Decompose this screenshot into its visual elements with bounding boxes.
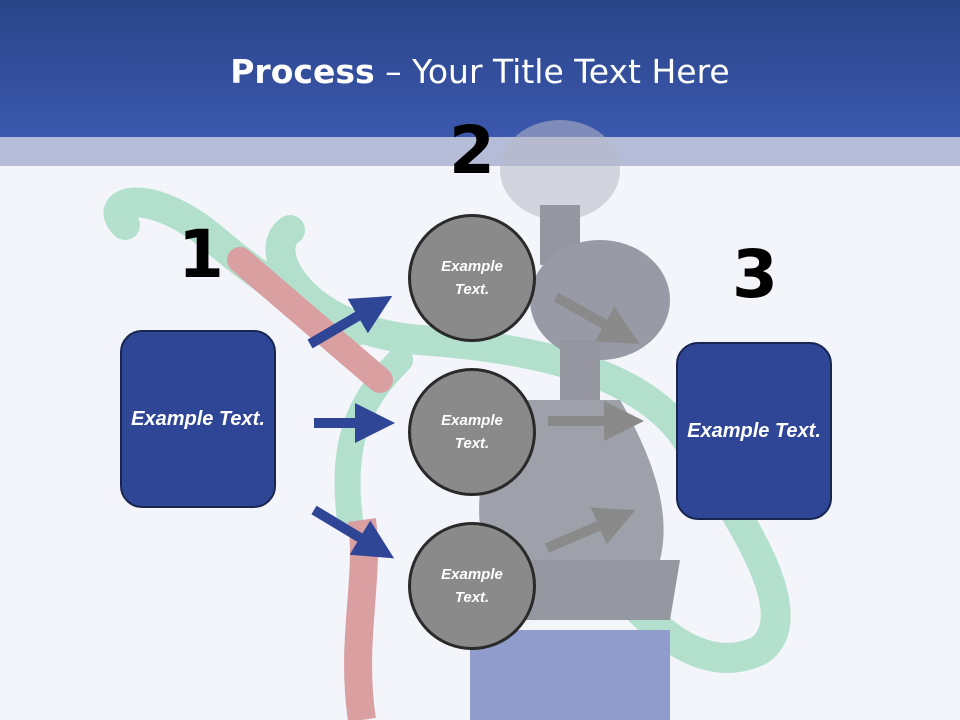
circle-1: Example Text.	[408, 214, 536, 342]
right-box-text: Example Text.	[687, 419, 821, 442]
title-rest-part: – Your Title Text Here	[374, 52, 730, 91]
step-number-2: 2	[449, 112, 495, 189]
arrow-from-circle-3	[545, 507, 636, 553]
arrow-from-circle-1	[553, 292, 640, 344]
circle-3-text: Example Text.	[441, 566, 503, 606]
slide-title: Process – Your Title Text Here	[0, 52, 960, 91]
circle-1-text: Example Text.	[441, 258, 503, 298]
circle-2: Example Text.	[408, 368, 536, 496]
title-underband	[0, 137, 960, 166]
title-bar	[0, 0, 960, 137]
right-text-box: Example Text.	[676, 342, 832, 520]
title-bold-part: Process	[230, 52, 375, 91]
left-box-text: Example Text.	[131, 407, 265, 430]
step-number-1: 1	[178, 216, 224, 293]
left-text-box: Example Text.	[120, 330, 276, 508]
arrow-to-circle-3	[311, 505, 395, 559]
circle-3: Example Text.	[408, 522, 536, 650]
circle-2-text: Example Text.	[441, 412, 503, 452]
arrow-to-circle-1	[307, 295, 393, 349]
step-number-3: 3	[732, 236, 778, 313]
